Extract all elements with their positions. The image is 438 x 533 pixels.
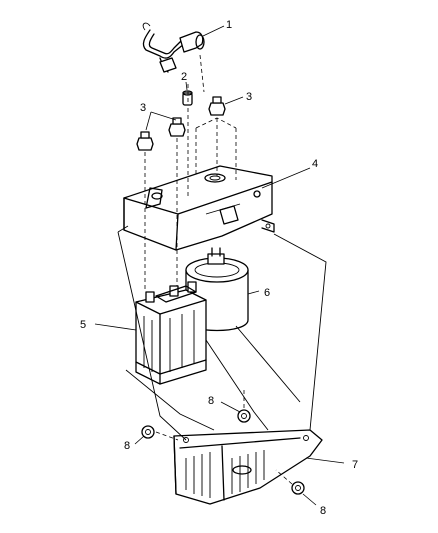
callout-6: 6 — [264, 287, 270, 299]
alignment-lines — [144, 54, 293, 485]
callout-4: 4 — [312, 158, 318, 170]
callout-8-top: 8 — [208, 395, 214, 407]
leader-lines — [94, 25, 345, 506]
lower-shield-7 — [173, 429, 323, 505]
callout-7: 7 — [352, 459, 358, 471]
callout-5: 5 — [80, 319, 86, 331]
bracket-4 — [123, 165, 275, 251]
nut-3-left — [136, 131, 154, 151]
evap-canister-5 — [135, 281, 207, 385]
nut-8-top — [237, 409, 251, 423]
callout-3-right: 3 — [246, 91, 252, 103]
nut-3-mid — [168, 117, 186, 137]
callout-numbers: 1 2 3 3 4 5 6 7 8 8 8 — [80, 19, 358, 517]
callout-2: 2 — [181, 71, 187, 83]
fitting-2 — [182, 90, 193, 106]
nut-3-right — [208, 96, 226, 116]
callout-8-bottom: 8 — [320, 505, 326, 517]
callout-1: 1 — [226, 19, 232, 31]
assembly-outline — [117, 225, 327, 441]
vacuum-hose — [142, 22, 205, 73]
nut-8-left — [141, 425, 155, 439]
callout-3-left: 3 — [140, 102, 146, 114]
nut-8-bottom — [291, 481, 305, 495]
callout-8-left: 8 — [124, 440, 130, 452]
